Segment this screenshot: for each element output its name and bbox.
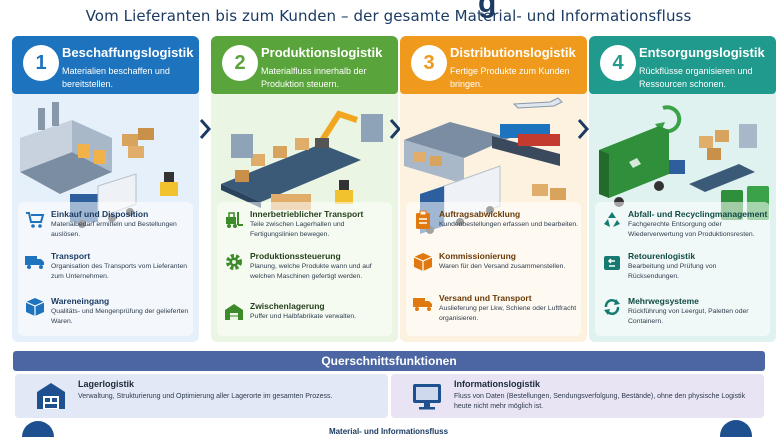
item-title: Einkauf und Disposition xyxy=(51,209,149,219)
list-item: Retourenlogistik Bearbeitung und Prüfung… xyxy=(601,249,766,289)
column-header: 1 Beschaffungslogistik Materialien besch… xyxy=(12,36,199,94)
return-box-icon xyxy=(601,251,623,273)
column-description: Fertige Produkte zum Kunden bringen. xyxy=(450,66,570,89)
sub-function-card: Einkauf und Disposition Materialbedarf e… xyxy=(18,202,193,336)
cross-function-description: Verwaltung, Strukturierung und Optimieru… xyxy=(78,393,333,400)
cross-function-lagerlogistik: Lagerlogistik Verwaltung, Strukturierung… xyxy=(15,374,388,418)
column-distribution: 3 Distributionslogistik Fertige Produkte… xyxy=(400,36,587,342)
forklift-icon xyxy=(223,209,245,231)
list-item: Innerbetrieblicher Transport Teile zwisc… xyxy=(223,207,388,247)
column-title: Entsorgungslogistik xyxy=(639,45,765,60)
cycle-arrows-icon xyxy=(601,296,623,318)
recycle-icon xyxy=(601,209,623,231)
column-header: 2 Produktionslogistik Materialfluss inne… xyxy=(211,36,398,94)
column-header: 3 Distributionslogistik Fertige Produkte… xyxy=(400,36,587,94)
item-description: Kundenbestellungen erfassen und bearbeit… xyxy=(439,221,579,228)
column-title: Produktionslogistik xyxy=(261,45,383,60)
step-number: 1 xyxy=(23,45,59,81)
item-title: Mehrwegsysteme xyxy=(628,296,699,306)
flow-start-icon xyxy=(22,421,54,437)
column-beschaffung: 1 Beschaffungslogistik Materialien besch… xyxy=(12,36,199,342)
item-title: Zwischenlagerung xyxy=(250,301,325,311)
item-description: Waren für den Versand zusammenstellen. xyxy=(439,263,566,270)
list-item: Produktionssteuerung Planung, welche Pro… xyxy=(223,249,388,289)
item-title: Abfall- und Recyclingmanagement xyxy=(628,209,768,219)
step-number: 2 xyxy=(222,45,258,81)
column-header: 4 Entsorgungslogistik Rückflüsse organis… xyxy=(589,36,776,94)
package-icon xyxy=(412,251,434,273)
item-description: Organisation des Transports vom Lieferan… xyxy=(51,263,188,280)
item-description: Bearbeitung und Prüfung von Rücksendunge… xyxy=(628,263,717,280)
chevron-right-icon xyxy=(389,119,401,139)
column-entsorgung: 4 Entsorgungslogistik Rückflüsse organis… xyxy=(589,36,776,342)
list-item: Kommissionierung Waren für den Versand z… xyxy=(412,249,577,289)
cross-function-informationslogistik: Informationslogistik Fluss von Daten (Be… xyxy=(391,374,764,418)
sub-function-card: Abfall- und Recyclingmanagement Fachgere… xyxy=(595,202,770,336)
item-description: Rückführung von Leergut, Paletten oder C… xyxy=(628,308,749,325)
cross-functions-header: Querschnittsfunktionen xyxy=(13,351,765,371)
network-icon xyxy=(720,420,752,437)
item-title: Innerbetrieblicher Transport xyxy=(250,209,364,219)
cross-function-description: Fluss von Daten (Bestellungen, Sendungsv… xyxy=(454,393,746,410)
column-description: Materialien beschaffen und bereitstellen… xyxy=(62,66,170,89)
item-title: Transport xyxy=(51,251,91,261)
column-title: Distributionslogistik xyxy=(450,45,576,60)
storage-icon xyxy=(37,383,65,409)
item-title: Wareneingang xyxy=(51,296,110,306)
column-produktion: 2 Produktionslogistik Materialfluss inne… xyxy=(211,36,398,342)
cross-function-title: Informationslogistik xyxy=(454,379,541,389)
step-number: 4 xyxy=(600,45,636,81)
list-item: Einkauf und Disposition Materialbedarf e… xyxy=(24,207,189,247)
item-description: Teile zwischen Lagerhallen und Fertigung… xyxy=(250,221,345,238)
item-description: Qualitäts- und Mengenprüfung der geliefe… xyxy=(51,308,189,325)
item-description: Auslieferung per Lkw, Schiene oder Luftf… xyxy=(439,305,577,322)
item-title: Produktionssteuerung xyxy=(250,251,341,261)
monitor-icon xyxy=(413,384,441,410)
flow-footer-label: Material- und Informationsfluss xyxy=(328,427,449,436)
page-subtitle: Vom Lieferanten bis zum Kunden – der ges… xyxy=(85,7,692,25)
production-line-illustration xyxy=(221,110,383,210)
list-item: Mehrwegsysteme Rückführung von Leergut, … xyxy=(601,294,766,334)
item-title: Auftragsabwicklung xyxy=(439,209,521,219)
item-title: Retourenlogistik xyxy=(628,251,696,261)
warehouse-icon xyxy=(223,301,245,323)
clipboard-icon xyxy=(412,209,434,231)
sub-function-card: Innerbetrieblicher Transport Teile zwisc… xyxy=(217,202,392,336)
column-title: Beschaffungslogistik xyxy=(62,45,194,60)
item-description: Puffer und Halbfabrikate verwalten. xyxy=(250,313,357,320)
list-item: Versand und Transport Auslieferung per L… xyxy=(412,291,577,331)
column-description: Rückflüsse organisieren und Ressourcen s… xyxy=(639,66,753,89)
delivery-truck-icon xyxy=(412,293,434,315)
list-item: Auftragsabwicklung Kundenbestellungen er… xyxy=(412,207,579,247)
item-description: Fachgerechte Entsorgung oder Wiederverwe… xyxy=(628,221,755,238)
chevron-right-icon xyxy=(199,119,211,139)
item-title: Versand und Transport xyxy=(439,293,532,303)
shopping-cart-icon xyxy=(24,209,46,231)
gear-icon xyxy=(223,251,245,273)
box-icon xyxy=(24,296,46,318)
page-title-fragment: g xyxy=(478,0,497,19)
list-item: Transport Organisation des Transports vo… xyxy=(24,249,189,289)
item-title: Kommissionierung xyxy=(439,251,516,261)
list-item: Zwischenlagerung Puffer und Halbfabrikat… xyxy=(223,299,388,339)
item-description: Materialbedarf ermitteln und Bestellunge… xyxy=(51,221,177,238)
sub-function-card: Auftragsabwicklung Kundenbestellungen er… xyxy=(406,202,581,336)
column-description: Materialfluss innerhalb der Produktion s… xyxy=(261,66,367,89)
chevron-right-icon xyxy=(577,119,589,139)
step-number: 3 xyxy=(411,45,447,81)
cross-function-title: Lagerlogistik xyxy=(78,379,135,389)
truck-icon xyxy=(24,251,46,273)
list-item: Wareneingang Qualitäts- und Mengenprüfun… xyxy=(24,294,189,334)
list-item: Abfall- und Recyclingmanagement Fachgere… xyxy=(601,207,768,247)
item-description: Planung, welche Produkte wann und auf we… xyxy=(250,263,372,280)
